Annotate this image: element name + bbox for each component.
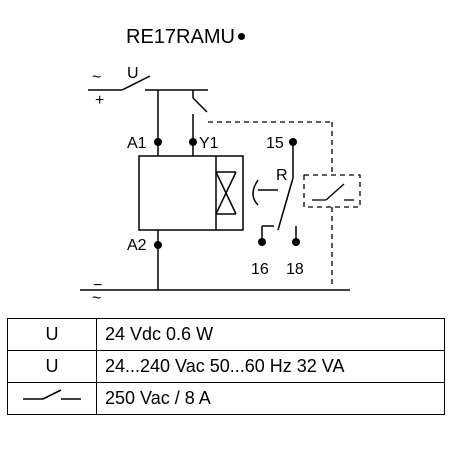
- terminal-18-label: 18: [286, 261, 304, 278]
- terminal-a2-label: A2: [127, 237, 147, 254]
- row-symbol: [7, 382, 97, 415]
- switch-contact-icon: [23, 389, 81, 400]
- row-symbol: U: [7, 318, 97, 351]
- product-code: RE17RAMU: [126, 26, 235, 48]
- relay-label: R: [276, 167, 288, 184]
- terminal-y1-dot: [189, 138, 197, 146]
- terminal-15-dot: [289, 138, 297, 146]
- specs-table: U 24 Vdc 0.6 W U 24...240 Vac 50...60 Hz…: [7, 318, 445, 415]
- terminal-y1-label: Y1: [199, 135, 219, 152]
- external-switch-icon: [312, 183, 354, 201]
- row-value: 24 Vdc 0.6 W: [96, 318, 445, 351]
- terminal-a2-dot: [154, 241, 162, 249]
- bullet-dot-icon: [237, 33, 245, 40]
- plus-symbol: +: [95, 92, 104, 109]
- wiring-diagram: ~ + U A1 Y1 A2 − ~: [80, 65, 361, 307]
- row-symbol: U: [7, 350, 97, 383]
- minus-symbol: −: [93, 277, 102, 294]
- ac-symbol-bottom: ~: [92, 290, 101, 307]
- terminal-15-label: 15: [266, 135, 284, 152]
- ac-symbol-top: ~: [92, 69, 101, 86]
- terminal-18-dot: [292, 238, 300, 246]
- terminal-a1-label: A1: [127, 135, 147, 152]
- terminal-16-label: 16: [251, 261, 269, 278]
- table-row: 250 Vac / 8 A: [7, 382, 445, 415]
- relay-body: [80, 155, 350, 291]
- supply-switch: [88, 75, 208, 156]
- terminal-a1-dot: [154, 138, 162, 146]
- external-control-dashed: [208, 121, 361, 285]
- row-value: 250 Vac / 8 A: [96, 382, 445, 415]
- supply-label-u: U: [127, 65, 139, 82]
- terminal-16-dot: [258, 238, 266, 246]
- table-row: U 24...240 Vac 50...60 Hz 32 VA: [7, 350, 445, 383]
- table-row: U 24 Vdc 0.6 W: [7, 318, 445, 351]
- product-title: RE17RAMU: [126, 25, 245, 49]
- row-value: 24...240 Vac 50...60 Hz 32 VA: [96, 350, 445, 383]
- output-contact: [252, 146, 297, 238]
